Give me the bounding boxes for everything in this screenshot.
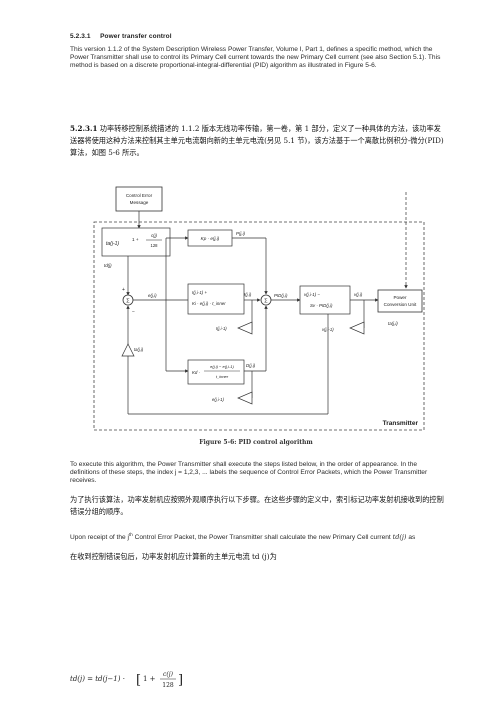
chinese-intro-text: 功率转移控制系统描述的 1.1.2 版本无线功率传输，第一卷，第 1 部分，定义… [70, 124, 444, 157]
english-steps-paragraph: To execute this algorithm, the Power Tra… [70, 461, 428, 485]
equation-one: 1 + [143, 675, 156, 683]
derivative-delay-triangle [237, 391, 253, 405]
integral-prev-label: I(j,i-1) [216, 326, 227, 331]
chinese-intro-section-number: 5.2.3.1 [70, 124, 98, 133]
equation-lhs: td(j) = td(j−1) · [70, 675, 125, 683]
proportional-formula: Kp · e(j,i) [201, 236, 220, 241]
section-number: 5.2.3.1 [70, 33, 91, 40]
feedback-label: ta(j,i) [134, 347, 144, 352]
control-error-message-line1: Control Error [126, 193, 153, 198]
td-update-one: 1 + [132, 237, 139, 242]
section-heading: 5.2.3.1 Power transfer control [70, 33, 172, 40]
minus-sign-1: − [132, 309, 135, 315]
p-output-label: P(j,i) [236, 231, 246, 236]
error-signal-label: e(j,i) [148, 293, 157, 298]
i-output-label: I(j,i) [244, 292, 252, 297]
derivative-block [187, 359, 245, 385]
td-update-num: c(j) [151, 233, 157, 238]
ta-output-label: ta(j,i) [388, 321, 398, 326]
sv-formula-line2: Sv · PID(j,i) [310, 303, 333, 308]
equation-bracket-left: [ [136, 673, 141, 688]
upon-part-b: Control Error Packet, the Power Transmit… [132, 534, 393, 542]
v-output-label: v(j,i) [354, 292, 363, 297]
section-title: Power transfer control [100, 33, 172, 40]
sv-formula-line1: v(j,i-1) − [304, 292, 320, 297]
pid-label: PID(j,i) [274, 293, 288, 298]
transmitter-label: Transmitter [383, 420, 419, 427]
sv-block [299, 285, 351, 315]
derivative-k: Kd · [192, 370, 200, 375]
upon-part-a: Upon receipt of the j [70, 534, 130, 542]
transmitter-boundary [93, 221, 425, 431]
equation-num: c(j) [163, 671, 174, 678]
power-conversion-unit-block [377, 289, 423, 313]
equation-bracket-right: ] [178, 673, 183, 688]
td-update-prev: ta(j-1) [106, 241, 119, 247]
plus-sign-1: + [122, 287, 125, 293]
td-update-den: 128 [151, 243, 159, 248]
upon-superscript: th [129, 532, 133, 537]
english-upon-paragraph: Upon receipt of the jth Control Error Pa… [70, 531, 442, 542]
chinese-upon-paragraph: 在收到控制错误包后，功率发射机应计算新的主单元电流 td (j)为 [70, 552, 277, 561]
integral-delay-triangle [237, 321, 253, 335]
integral-formula-line1: I(j,i-1) + [192, 290, 207, 295]
chinese-intro-paragraph: 5.2.3.1 功率转移控制系统描述的 1.1.2 版本无线功率传输，第一卷，第… [70, 123, 444, 159]
control-error-message-block [115, 186, 163, 212]
derivative-prev-label: e(j,i-1) [212, 397, 224, 402]
control-error-message-line2: Message [130, 200, 149, 205]
d-output-label: D(j,i) [246, 363, 256, 368]
integral-block [187, 283, 245, 315]
chinese-steps-paragraph: 为了执行该算法，功率发射机应按照外观顺序执行以下步骤。在这些步骤的定义中，索引标… [70, 495, 444, 516]
equation-den: 128 [162, 682, 174, 689]
td-label: td(j) [104, 263, 112, 268]
sum-symbol-2: Σ [264, 298, 268, 304]
sum-symbol-1: Σ [126, 298, 130, 304]
integral-formula-line2: Ki · e(j,i) · t_inner [192, 301, 226, 306]
upon-part-c: as [406, 534, 416, 542]
figure-caption: Figure 5-6: PID control algorithm [199, 439, 313, 446]
feedback-triangle [121, 343, 135, 357]
pcu-line1: Power [393, 295, 406, 300]
td-equation: td(j) = td(j−1) · [ 1 + c(j) 128 ] [70, 671, 183, 689]
upon-math-td: td(j) [392, 533, 407, 542]
pcu-line2: Conversion Unit [384, 302, 417, 307]
derivative-den: t_inner [216, 374, 229, 379]
pid-control-diagram: Transmitter Control Error Message ta(j-1… [93, 186, 425, 431]
derivative-num: e(j,i) − e(j,i-1) [210, 364, 234, 369]
td-update-block [101, 227, 171, 257]
english-intro-paragraph: This version 1.1.2 of the System Descrip… [70, 46, 441, 70]
sv-delay-triangle [349, 321, 365, 335]
